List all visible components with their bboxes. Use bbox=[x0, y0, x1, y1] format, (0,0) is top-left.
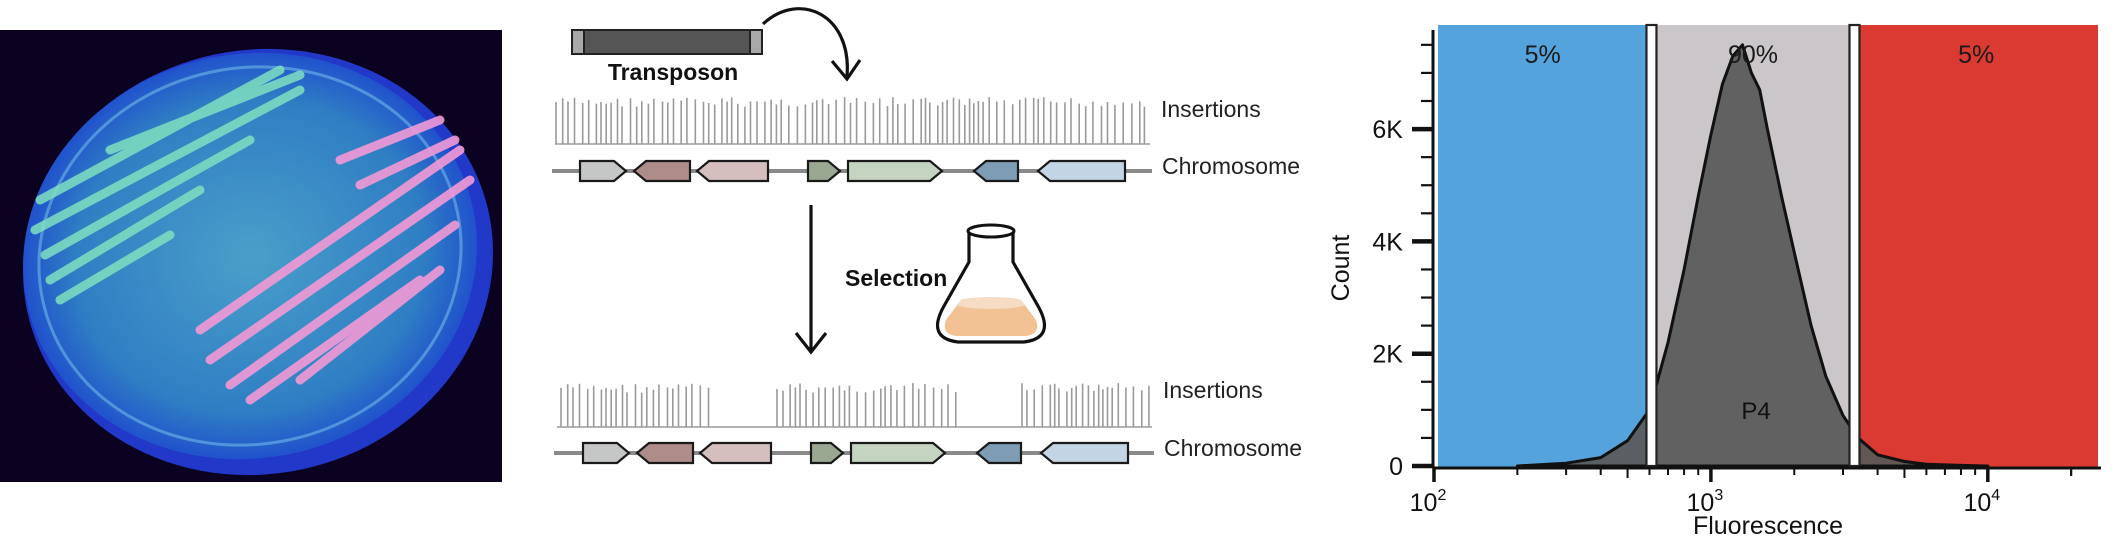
y-tick-label: 6K bbox=[1372, 116, 1403, 144]
chromosome-label-after: Chromosome bbox=[1164, 435, 1302, 461]
gene-arrow bbox=[695, 159, 770, 183]
x-axis-label: Fluorescence bbox=[1693, 512, 1843, 540]
gene-arrow bbox=[806, 159, 842, 183]
insertions-label-after: Insertions bbox=[1163, 377, 1263, 403]
gene-arrow bbox=[975, 441, 1023, 465]
gene-arrow bbox=[698, 441, 773, 465]
population-label: P4 bbox=[1741, 398, 1770, 425]
gene-arrow bbox=[849, 441, 947, 465]
histogram-area bbox=[1515, 43, 1990, 467]
y-tick-label: 4K bbox=[1372, 228, 1403, 256]
x-tick-label: 104 bbox=[1963, 487, 2000, 517]
green-colony-streaks bbox=[30, 65, 305, 305]
gene-arrow bbox=[581, 441, 631, 465]
y-tick-label: 2K bbox=[1372, 341, 1403, 369]
gene-arrow bbox=[632, 159, 692, 183]
chromosome-label-before: Chromosome bbox=[1162, 153, 1300, 179]
gate-labels: 5% 90% 5% bbox=[1525, 41, 1995, 69]
insertions-label-before: Insertions bbox=[1161, 96, 1261, 122]
gene-arrow bbox=[1036, 159, 1127, 183]
selection-label: Selection bbox=[845, 265, 947, 291]
gene-arrow bbox=[972, 159, 1020, 183]
gate-label: 5% bbox=[1525, 41, 1561, 69]
gate-boundaries bbox=[1645, 23, 1861, 468]
gate-boundary bbox=[1848, 23, 1861, 468]
gene-arrow bbox=[809, 441, 845, 465]
transposon-element bbox=[571, 29, 763, 55]
tnseq-schematic: Transposon Insertions Chromosome Selecti… bbox=[552, 7, 1302, 465]
gate-region bbox=[1438, 25, 1652, 467]
gene-arrow bbox=[846, 159, 944, 183]
insertion-arrow bbox=[761, 7, 862, 82]
insertion-ticks-before bbox=[555, 97, 1146, 144]
gene-arrow bbox=[1039, 441, 1130, 465]
insertion-ticks-after bbox=[560, 383, 1150, 427]
gate-label: 5% bbox=[1958, 41, 1994, 69]
selection-arrow bbox=[794, 205, 828, 355]
plate-photo bbox=[0, 30, 502, 482]
genes-after bbox=[581, 441, 1130, 465]
pink-colony-streaks bbox=[195, 115, 475, 405]
gene-arrow bbox=[578, 159, 628, 183]
y-axis-label: Count bbox=[1327, 235, 1355, 302]
x-tick-label: 102 bbox=[1410, 487, 1447, 517]
y-tick-label: 0 bbox=[1389, 453, 1403, 481]
gate-label: 90% bbox=[1728, 41, 1778, 69]
flask-icon bbox=[935, 223, 1047, 344]
genes-before bbox=[578, 159, 1127, 183]
transposon-label: Transposon bbox=[608, 59, 738, 85]
gate-boundary bbox=[1645, 23, 1658, 468]
gate-region bbox=[1854, 25, 2098, 467]
gene-arrow bbox=[635, 441, 695, 465]
y-ticks: 0 2K 4K 6K bbox=[1372, 43, 1433, 481]
